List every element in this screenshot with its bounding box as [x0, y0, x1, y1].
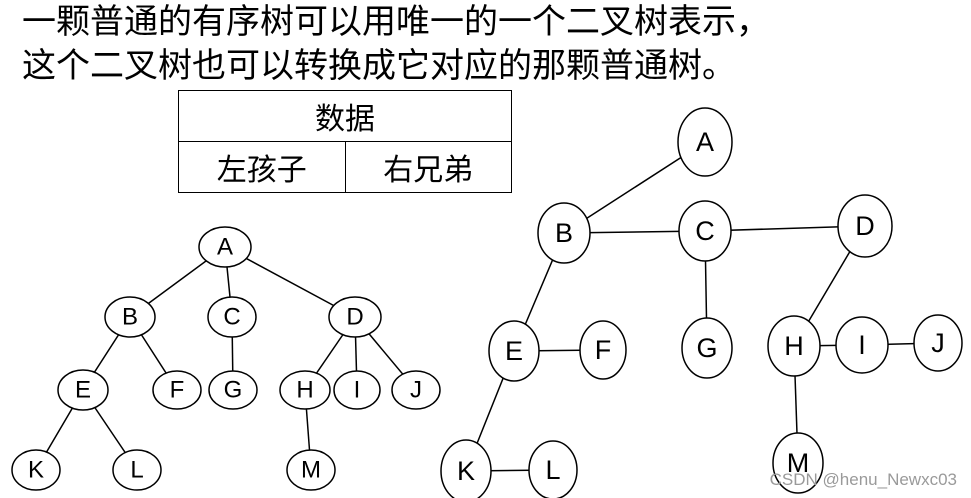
binary-node-circle — [537, 202, 591, 264]
general-node-circle — [286, 449, 336, 491]
binary-node-circle — [772, 432, 824, 494]
binary-node-label: J — [931, 328, 945, 358]
heading-line-2: 这个二叉树也可以转换成它对应的那颗普通树。 — [22, 46, 736, 86]
binary-node-circle — [488, 320, 540, 382]
general-node-L: L — [112, 449, 162, 491]
binary-node-label: M — [787, 448, 810, 478]
binary-node-G: G — [681, 317, 733, 379]
general-node-F: F — [152, 370, 202, 410]
heading-line-1: 一颗普通的有序树可以用唯一的一个二叉树表示， — [22, 2, 770, 42]
binary-node-label: L — [545, 455, 560, 485]
binary-node-label: D — [855, 211, 875, 241]
binary-node-label: H — [784, 331, 804, 361]
general-node-circle — [207, 296, 257, 338]
general-node-circle — [11, 449, 61, 491]
general-node-circle — [279, 370, 331, 410]
binary-node-circle — [767, 315, 821, 377]
binary-node-label: E — [505, 336, 523, 366]
binary-node-B: B — [537, 202, 591, 264]
general-node-label: K — [28, 457, 44, 484]
binary-node-label: B — [555, 218, 573, 248]
right-sibling-cell: 右兄弟 — [344, 141, 512, 193]
binary-node-circle — [681, 317, 733, 379]
general-node-circle — [57, 369, 109, 411]
general-node-B: B — [104, 296, 156, 338]
general-node-I: I — [333, 370, 381, 410]
general-node-A: A — [198, 226, 252, 268]
binary-node-K: K — [440, 439, 492, 498]
binary-node-label: A — [696, 127, 714, 157]
general-node-D: D — [328, 296, 382, 338]
binary-node-circle — [677, 107, 733, 177]
binary-node-circle — [528, 440, 578, 498]
general-node-label: I — [354, 377, 361, 404]
binary-node-circle — [579, 320, 627, 380]
binary-node-circle — [835, 316, 889, 374]
general-node-C: C — [207, 296, 257, 338]
binary-node-C: C — [678, 200, 732, 262]
general-node-label: D — [346, 304, 363, 331]
binary-node-H: H — [767, 315, 821, 377]
general-node-G: G — [208, 370, 258, 410]
general-node-circle — [104, 296, 156, 338]
watermark: CSDN @henu_Newxc03 — [769, 470, 957, 489]
binary-node-circle — [678, 200, 732, 262]
binary-node-label: K — [457, 456, 475, 486]
data-field-cell: 数据 — [178, 90, 512, 142]
binary-node-label: C — [695, 216, 715, 246]
binary-node-label: I — [858, 330, 866, 360]
general-node-circle — [152, 370, 202, 410]
binary-tree: A B C D E F G H I J K L M — [440, 107, 963, 498]
general-node-label: F — [170, 377, 185, 404]
general-node-circle — [198, 226, 252, 268]
general-tree: A B C D E F G H I J K L M — [11, 226, 441, 491]
binary-node-A: A — [677, 107, 733, 177]
general-node-label: E — [75, 377, 91, 404]
general-node-K: K — [11, 449, 61, 491]
binary-node-circle — [913, 314, 963, 372]
general-node-H: H — [279, 370, 331, 410]
binary-node-L: L — [528, 440, 578, 498]
binary-node-label: G — [696, 333, 717, 363]
general-node-circle — [391, 370, 441, 410]
binary-node-E: E — [488, 320, 540, 382]
general-node-circle — [328, 296, 382, 338]
general-node-label: L — [130, 457, 143, 484]
binary-node-J: J — [913, 314, 963, 372]
general-node-circle — [112, 449, 162, 491]
general-node-label: A — [217, 234, 233, 261]
general-node-label: J — [410, 377, 422, 404]
binary-node-D: D — [837, 194, 893, 258]
node-structure-table: 数据 左孩子 右兄弟 — [178, 90, 512, 193]
binary-node-F: F — [579, 320, 627, 380]
general-node-M: M — [286, 449, 336, 491]
binary-node-circle — [837, 194, 893, 258]
binary-node-I: I — [835, 316, 889, 374]
general-node-label: M — [301, 457, 321, 484]
general-node-J: J — [391, 370, 441, 410]
binary-node-M: M — [772, 432, 824, 494]
general-node-label: C — [223, 304, 240, 331]
general-node-label: G — [224, 377, 243, 404]
general-node-circle — [208, 370, 258, 410]
general-node-circle — [333, 370, 381, 410]
general-node-label: H — [296, 377, 313, 404]
general-node-E: E — [57, 369, 109, 411]
binary-node-label: F — [595, 335, 612, 365]
binary-node-circle — [440, 439, 492, 498]
general-node-label: B — [122, 304, 138, 331]
